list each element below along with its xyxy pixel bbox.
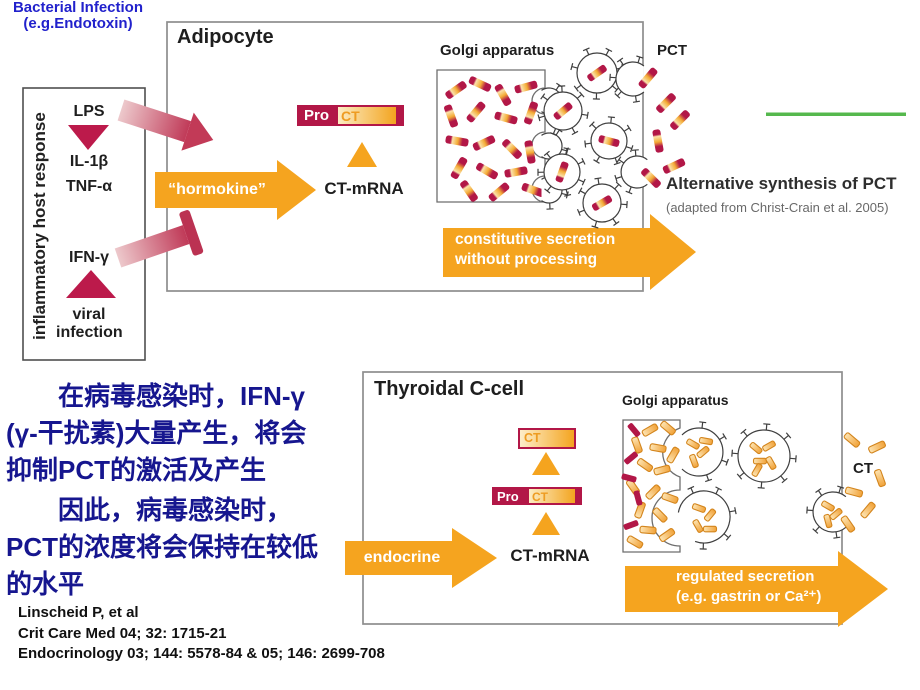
- processing-triangle-thyroidal-icon: [532, 452, 560, 475]
- vesicle-icon: [614, 149, 648, 195]
- viral-label-line2: infection: [56, 324, 123, 341]
- pct-rod-cluster: [444, 76, 545, 202]
- vesicle-icon: [584, 116, 634, 166]
- endocrine-label: endocrine: [363, 549, 441, 566]
- ifng-label: IFN-γ: [69, 249, 109, 266]
- ct-bar-thyroidal: CT: [518, 428, 576, 449]
- ct-bar-label: CT: [524, 431, 541, 445]
- regulated-secretion-label: regulated secretion (e.g. gastrin or Ca²…: [676, 567, 821, 607]
- ct-label: CT: [532, 490, 548, 504]
- vesicle-icon: [537, 85, 589, 136]
- constitutive-secretion-label: constitutive secretion without processin…: [455, 230, 615, 270]
- regulated-line1: regulated secretion: [676, 568, 815, 585]
- vesicle-icon: [570, 47, 624, 100]
- reference-line2: Crit Care Med 04; 32: 1715-21: [18, 624, 227, 642]
- references-block: Linscheid P, et al Crit Care Med 04; 32:…: [18, 603, 385, 665]
- constitutive-secretion-arrow: [443, 214, 696, 290]
- ct-rod-cluster: [621, 420, 680, 549]
- constitutive-line1: constitutive secretion: [455, 231, 616, 248]
- ct-gradient-segment: [529, 489, 575, 503]
- translation-triangle-thyroidal-icon: [532, 512, 560, 535]
- vesicle-icon: [576, 177, 628, 229]
- lps-stimulation-arrow: [117, 99, 214, 151]
- golgi-label-adipocyte: Golgi apparatus: [440, 42, 555, 59]
- translation-triangle-adipocyte-icon: [347, 142, 377, 167]
- reference-line3: Endocrinology 03; 144: 5578-84 & 05; 146…: [18, 645, 385, 662]
- pct-label: PCT: [657, 42, 687, 59]
- ct-gradient-segment: [338, 107, 396, 124]
- vesicle-icon: [806, 485, 847, 539]
- regulated-secretion-arrow: [625, 551, 888, 627]
- ct-released-label: CT: [853, 460, 873, 477]
- vesicle-icon: [681, 421, 729, 483]
- released-ct-rods: [840, 432, 886, 533]
- constitutive-line2: without processing: [455, 251, 598, 268]
- ct-mrna-label-thyroidal: CT-mRNA: [510, 546, 590, 565]
- released-pct-rods: [638, 67, 690, 188]
- vesicle-icon: [537, 147, 586, 197]
- alternative-synthesis-credit: (adapted from Christ-Crain et al. 2005): [666, 200, 889, 215]
- bacterial-infection-heading: Bacterial Infection (e.g.Endotoxin): [0, 0, 156, 32]
- proct-bar-thyroidal: Pro CT: [492, 487, 582, 505]
- il1b-label: IL-1β: [69, 153, 109, 170]
- alternative-synthesis-title: Alternative synthesis of PCT: [666, 174, 897, 193]
- chinese-paragraph-2: 因此，病毒感染时，PCT的浓度将会保持在较低的水平: [6, 495, 319, 599]
- chinese-paragraph-1: 在病毒感染时，IFN-γ (γ-干扰素)大量产生，将会抑制PCT的激活及产生: [6, 381, 307, 485]
- lps-triangle-icon: [68, 125, 109, 150]
- viral-label-line1: viral: [72, 306, 106, 323]
- vesicle-icon: [731, 423, 797, 489]
- inflammatory-host-response-label: inflammatory host response: [30, 112, 49, 340]
- proct-bar-adipocyte: Pro CT: [297, 105, 404, 126]
- ct-label: CT: [341, 108, 360, 124]
- vesicle-icon: [609, 55, 645, 103]
- heading-line2: (e.g.Endotoxin): [23, 15, 133, 32]
- hormokine-arrow: [155, 160, 316, 220]
- pro-label: Pro: [304, 107, 330, 124]
- heading-line1: Bacterial Infection: [12, 0, 144, 16]
- ct-mrna-label-adipocyte: CT-mRNA: [324, 179, 404, 198]
- tnfa-label: TNF-α: [65, 178, 113, 195]
- golgi-label-thyroidal: Golgi apparatus: [622, 392, 729, 408]
- vesicle-icon: [677, 485, 737, 550]
- thyroidal-title: Thyroidal C-cell: [374, 378, 525, 400]
- green-divider-line: [766, 112, 906, 116]
- adipocyte-title: Adipocyte: [177, 26, 274, 48]
- pro-label: Pro: [497, 489, 519, 504]
- hormokine-label: “hormokine”: [168, 181, 266, 198]
- ifn-inhibition-arrow: [114, 210, 204, 268]
- regulated-line2: (e.g. gastrin or Ca²⁺): [676, 588, 822, 605]
- endocrine-arrow: [345, 528, 497, 588]
- reference-line1: Linscheid P, et al: [18, 604, 139, 621]
- viral-triangle-icon: [66, 270, 116, 298]
- rods-and-vesicles: [444, 47, 886, 550]
- lps-label: LPS: [73, 103, 105, 120]
